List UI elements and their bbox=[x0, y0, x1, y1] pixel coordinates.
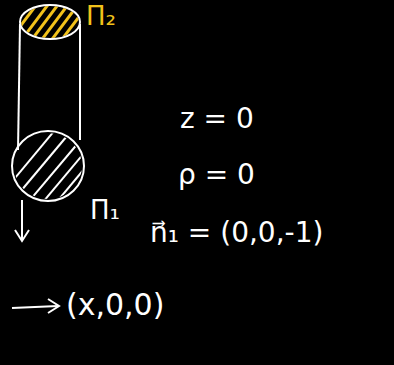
arrow-head bbox=[48, 299, 59, 313]
point-text: (x,0,0) bbox=[66, 288, 164, 321]
face-label: Π₂ bbox=[86, 2, 116, 31]
arrow-head bbox=[15, 230, 29, 241]
normal-arrow bbox=[21, 200, 23, 240]
direction-arrow bbox=[12, 306, 58, 308]
cylinder-side bbox=[79, 24, 81, 140]
top-face bbox=[20, 5, 80, 39]
cylinder-side bbox=[18, 24, 20, 150]
bottom-face bbox=[12, 131, 84, 201]
bottom-hatch bbox=[5, 130, 100, 210]
face-label: Π₁ bbox=[90, 196, 120, 225]
condition-text: ρ = 0 bbox=[178, 160, 255, 191]
normal-vector-text: n⃗₁ = (0,0,-1) bbox=[150, 218, 323, 249]
condition-text: z = 0 bbox=[180, 104, 254, 135]
